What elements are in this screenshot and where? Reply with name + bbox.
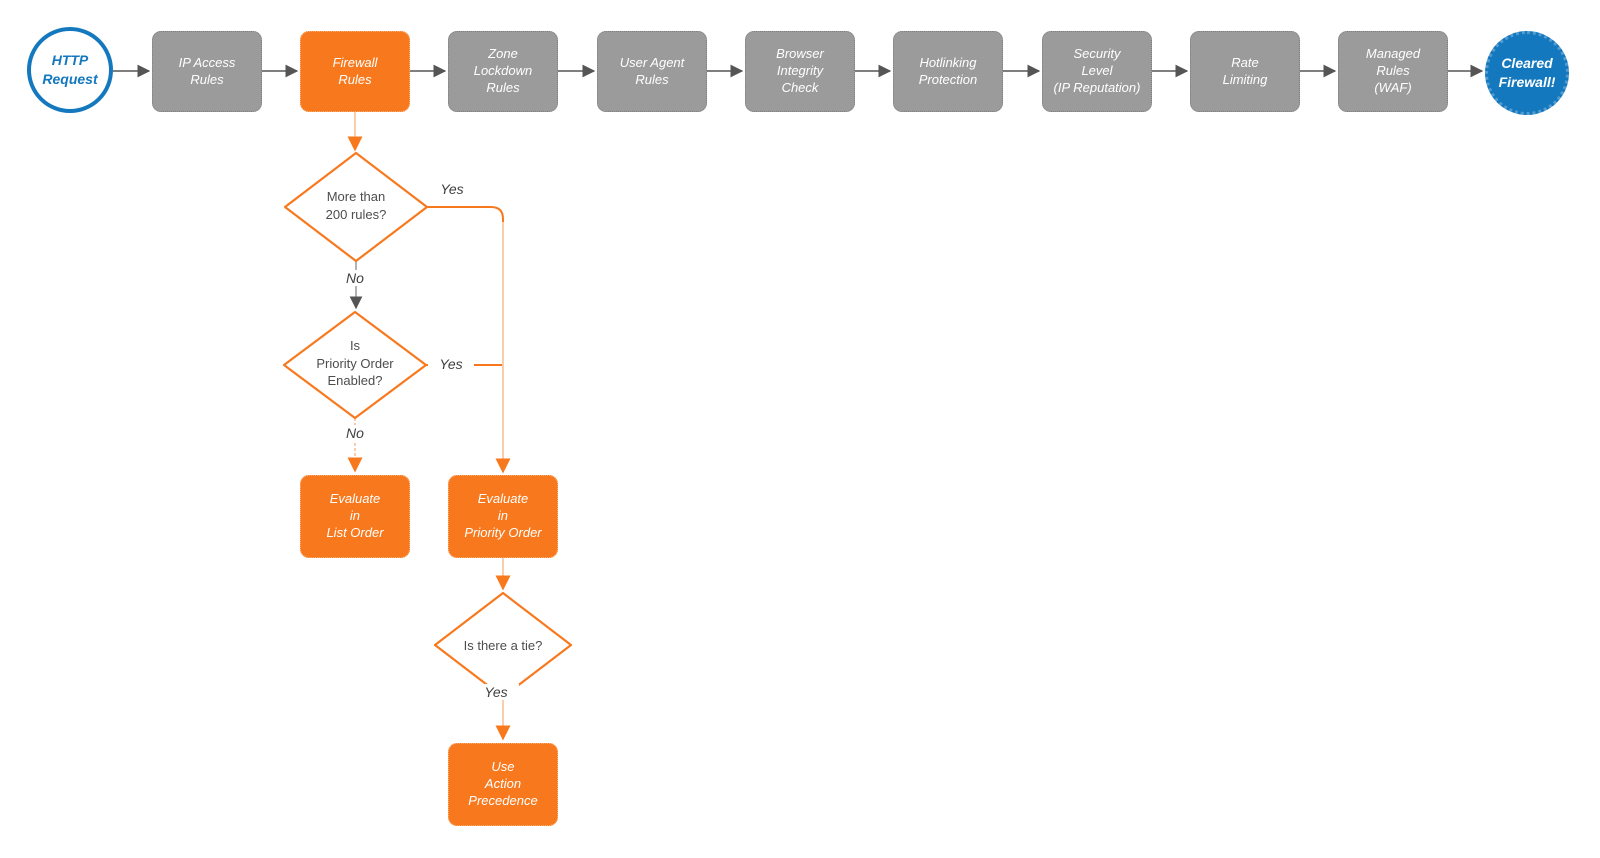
- node-user-agent-rules: User Agent Rules: [597, 31, 707, 112]
- node-ip-access-rules: IP Access Rules: [152, 31, 262, 112]
- decision-label-is-there-a-tie: Is there a tie?: [463, 638, 543, 653]
- node-cleared-firewall: Cleared Firewall!: [1485, 31, 1569, 115]
- edge-label-decision2-no: No: [332, 425, 378, 441]
- decision-label-more-than-200-rules: More than 200 rules?: [325, 189, 387, 222]
- node-use-action-precedence: Use Action Precedence: [448, 743, 558, 826]
- edge-label-decision1-no: No: [332, 270, 378, 286]
- node-managed-rules-waf: Managed Rules (WAF): [1338, 31, 1448, 112]
- decision-label-priority-order-enabled: Is Priority Order Enabled?: [316, 338, 394, 389]
- node-security-level: Security Level (IP Reputation): [1042, 31, 1152, 112]
- connector-decision1-yes-corner: [427, 206, 504, 224]
- edge-label-decision2-yes: Yes: [428, 356, 474, 372]
- node-zone-lockdown-rules: Zone Lockdown Rules: [448, 31, 558, 112]
- node-hotlinking-protection: Hotlinking Protection: [893, 31, 1003, 112]
- node-firewall-rules: Firewall Rules: [300, 31, 410, 112]
- node-evaluate-priority-order: Evaluate in Priority Order: [448, 475, 558, 558]
- node-rate-limiting: Rate Limiting: [1190, 31, 1300, 112]
- edge-label-decision3-yes: Yes: [473, 684, 519, 700]
- node-browser-integrity-check: Browser Integrity Check: [745, 31, 855, 112]
- node-http-request: HTTP Request: [27, 27, 113, 113]
- edge-label-decision1-yes: Yes: [429, 181, 475, 197]
- node-evaluate-list-order: Evaluate in List Order: [300, 475, 410, 558]
